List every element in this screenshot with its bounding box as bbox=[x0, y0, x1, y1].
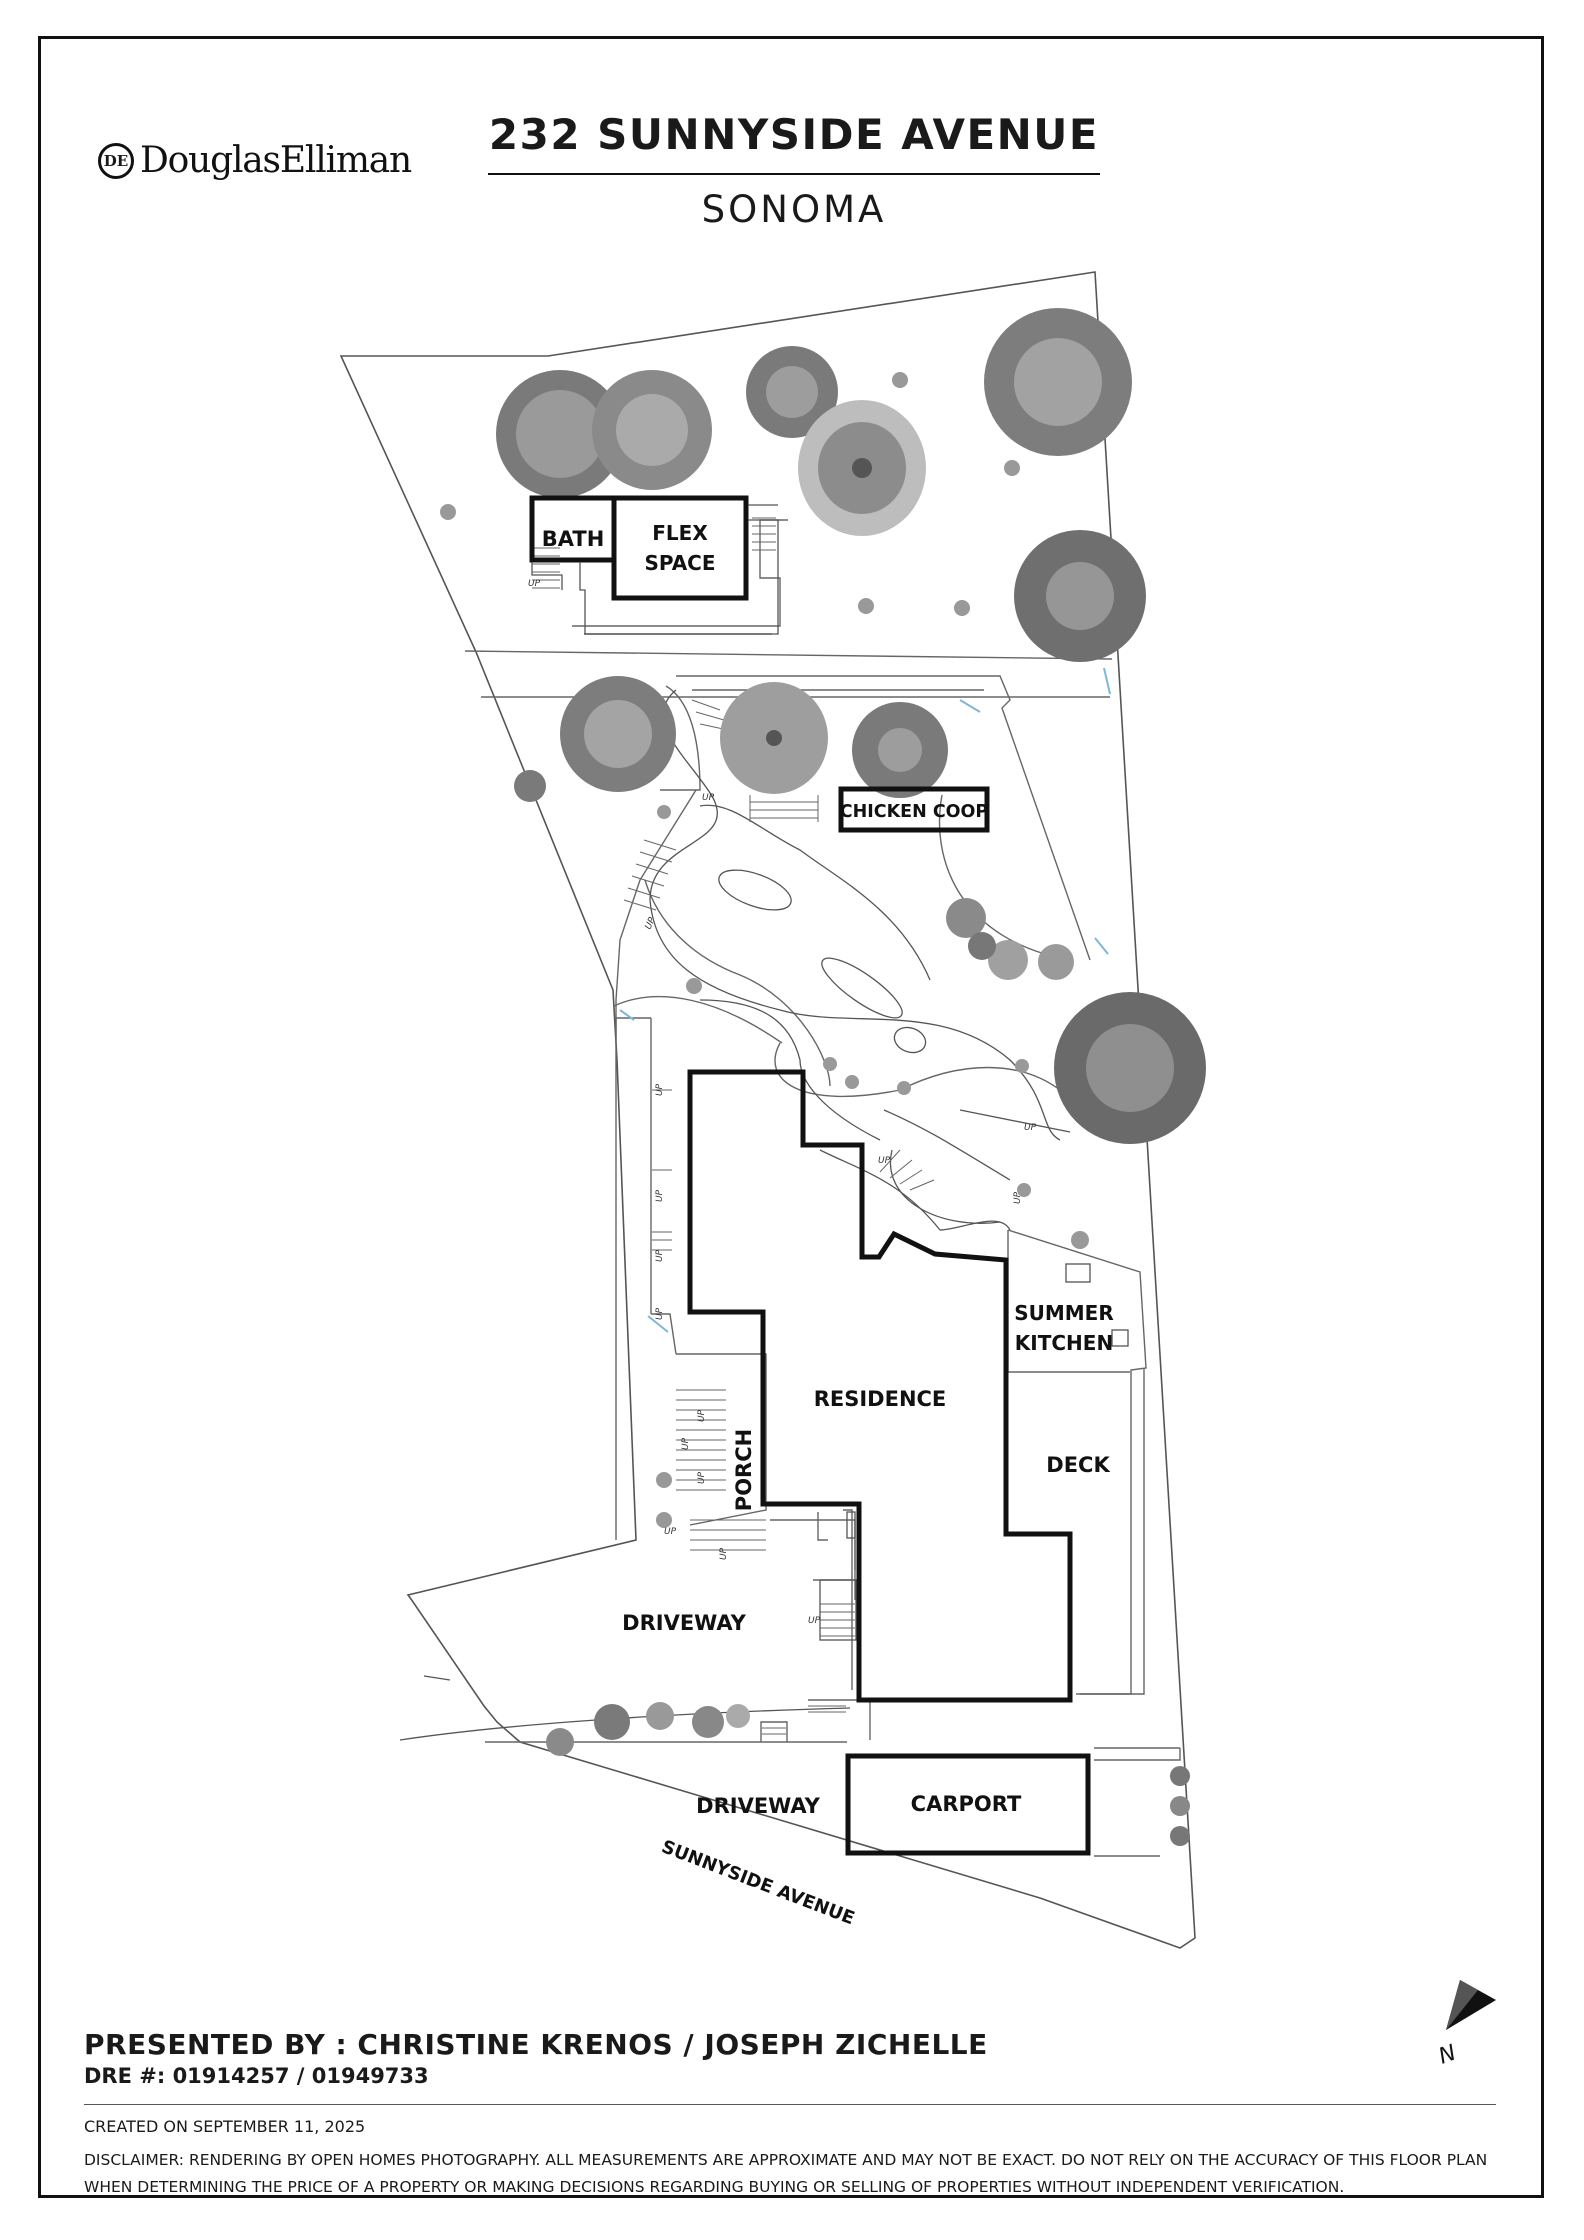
property-city-subtitle: SONOMA bbox=[701, 188, 887, 231]
garden-paths bbox=[399, 689, 1071, 1741]
up-labels: UP UP UP UP UP UP UP UP UP UP UP UP UP U… bbox=[528, 579, 1037, 1626]
trees bbox=[496, 308, 1206, 1846]
page-border bbox=[38, 36, 1544, 2198]
up-label: UP bbox=[1024, 1123, 1037, 1133]
porch-label: PORCH bbox=[732, 1429, 756, 1511]
tree-icon bbox=[1054, 992, 1206, 1144]
summer-kitchen-label-line1: SUMMER bbox=[1014, 1301, 1114, 1325]
residence-outline bbox=[687, 1069, 1073, 1703]
property-address-title: 232 SUNNYSIDE AVENUE bbox=[488, 110, 1100, 159]
logo-mark-icon: DE bbox=[98, 142, 134, 179]
tree-icon bbox=[1014, 530, 1146, 662]
up-label: UP bbox=[1013, 1191, 1023, 1204]
flex-space-label-line2: SPACE bbox=[644, 551, 715, 575]
bath-label: BATH bbox=[542, 527, 605, 551]
chicken-coop-label: CHICKEN COOP bbox=[840, 802, 989, 822]
street-label: SUNNYSIDE AVENUE bbox=[659, 1836, 858, 1929]
tree-icon bbox=[560, 676, 676, 792]
tree-icon bbox=[852, 702, 948, 798]
deck-label: DECK bbox=[1046, 1453, 1110, 1477]
tree-icon bbox=[592, 370, 712, 490]
up-label: UP bbox=[719, 1547, 729, 1560]
up-label: UP bbox=[655, 1189, 665, 1202]
shrub-icon bbox=[546, 1702, 750, 1756]
logo-text: DouglasElliman bbox=[140, 140, 412, 181]
shrub-icon bbox=[946, 898, 1074, 980]
tree-icon bbox=[798, 400, 926, 536]
north-label: N bbox=[1436, 2041, 1460, 2070]
up-label: UP bbox=[702, 793, 715, 803]
up-label: UP bbox=[681, 1437, 691, 1450]
up-label: UP bbox=[697, 1409, 707, 1422]
building-outlines bbox=[529, 495, 1091, 1856]
tree-icon bbox=[984, 308, 1132, 456]
up-label: UP bbox=[697, 1471, 707, 1484]
shrubs bbox=[440, 372, 1089, 1528]
property-boundary bbox=[339, 271, 1196, 1949]
up-label: UP bbox=[878, 1156, 891, 1166]
flex-space-outline bbox=[611, 495, 749, 601]
disclaimer-text: DISCLAIMER: RENDERING BY OPEN HOMES PHOT… bbox=[84, 2151, 1488, 2196]
driveway-lower-label: DRIVEWAY bbox=[696, 1794, 820, 1818]
footer-divider bbox=[84, 2104, 1496, 2105]
summer-kitchen-label-line2: KITCHEN bbox=[1015, 1331, 1113, 1355]
brand-logo: DE DouglasElliman bbox=[98, 140, 412, 181]
carport-label: CARPORT bbox=[911, 1792, 1022, 1816]
bath-outline bbox=[529, 495, 614, 563]
flex-space-label-line1: FLEX bbox=[652, 521, 708, 545]
up-label: UP bbox=[655, 1249, 665, 1262]
residence-label: RESIDENCE bbox=[814, 1387, 947, 1411]
tree-icon bbox=[746, 346, 838, 438]
shrub-icon bbox=[1170, 1766, 1190, 1846]
flex-space-surroundings bbox=[531, 504, 1129, 1641]
stairs bbox=[532, 517, 935, 1735]
tree-icon bbox=[496, 370, 624, 498]
presented-by: PRESENTED BY : CHRISTINE KRENOS / JOSEPH… bbox=[84, 2028, 988, 2061]
up-label: UP bbox=[664, 1527, 677, 1537]
up-label: UP bbox=[808, 1616, 821, 1626]
chicken-coop-outline bbox=[838, 786, 990, 833]
carport-outline bbox=[845, 1753, 1091, 1856]
title-divider bbox=[488, 173, 1100, 175]
tree-icon bbox=[720, 682, 828, 794]
dre-number: DRE #: 01914257 / 01949733 bbox=[84, 2064, 429, 2088]
door-swings bbox=[619, 667, 1111, 1333]
north-arrow-icon: N bbox=[1436, 1980, 1496, 2070]
shrub-icon bbox=[514, 770, 546, 802]
created-date: CREATED ON SEPTEMBER 11, 2025 bbox=[84, 2117, 366, 2136]
up-label: UP bbox=[644, 916, 658, 932]
up-label: UP bbox=[655, 1083, 665, 1096]
up-label: UP bbox=[528, 579, 541, 589]
driveway-upper-label: DRIVEWAY bbox=[622, 1611, 746, 1635]
up-label: UP bbox=[655, 1307, 665, 1320]
